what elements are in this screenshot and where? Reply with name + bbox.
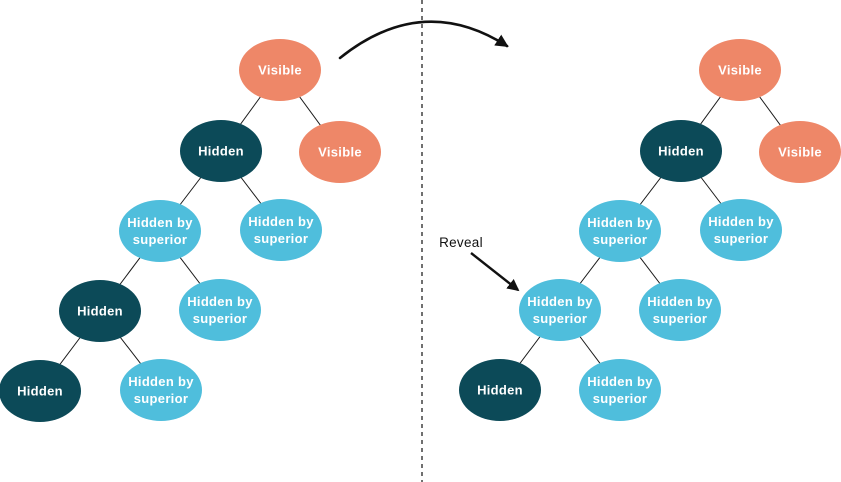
node-hidden: Hidden <box>0 360 81 422</box>
node-ellipse <box>519 279 601 341</box>
node-label: Hidden by <box>127 215 193 230</box>
node-label: Hidden by <box>527 294 593 309</box>
node-label: Visible <box>778 145 822 160</box>
node-hidden-by-superior: Hidden by superior <box>519 279 601 341</box>
node-hidden-by-superior: Hidden by superior <box>700 199 782 261</box>
node-label: Visible <box>318 145 362 160</box>
node-label: superior <box>714 231 768 246</box>
node-label: Hidden <box>77 304 123 319</box>
node-hidden-by-superior: Hidden by superior <box>639 279 721 341</box>
node-label: superior <box>134 391 188 406</box>
node-label: Visible <box>718 63 762 78</box>
node-hidden-by-superior: Hidden by superior <box>179 279 261 341</box>
node-label: Hidden by <box>587 374 653 389</box>
node-visible: Visible <box>699 39 781 101</box>
node-hidden-by-superior: Hidden by superior <box>579 359 661 421</box>
node-ellipse <box>179 279 261 341</box>
node-hidden-by-superior: Hidden by superior <box>579 200 661 262</box>
node-hidden: Hidden <box>59 280 141 342</box>
node-ellipse <box>700 199 782 261</box>
node-hidden-by-superior: Hidden by superior <box>119 200 201 262</box>
node-label: superior <box>133 232 187 247</box>
node-label: Visible <box>258 63 302 78</box>
node-ellipse <box>459 359 541 421</box>
node-visible: Visible <box>299 121 381 183</box>
node-label: superior <box>593 232 647 247</box>
transform-arrow <box>338 20 509 60</box>
node-ellipse <box>639 279 721 341</box>
node-label: Hidden by <box>187 294 253 309</box>
node-label: Hidden <box>477 383 523 398</box>
node-ellipse <box>299 121 381 183</box>
node-ellipse <box>640 120 722 182</box>
node-hidden-by-superior: Hidden by superior <box>120 359 202 421</box>
node-ellipse <box>119 200 201 262</box>
node-visible: Visible <box>759 121 841 183</box>
node-label: Hidden by <box>587 215 653 230</box>
reveal-label: Reveal <box>439 235 483 250</box>
node-label: superior <box>254 231 308 246</box>
node-ellipse <box>759 121 841 183</box>
node-hidden: Hidden <box>640 120 722 182</box>
node-ellipse <box>0 360 81 422</box>
reveal-arrow <box>470 252 520 292</box>
node-label: Hidden by <box>128 374 194 389</box>
node-ellipse <box>240 199 322 261</box>
node-label: superior <box>533 311 587 326</box>
node-label: superior <box>193 311 247 326</box>
node-ellipse <box>180 120 262 182</box>
node-ellipse <box>579 359 661 421</box>
node-ellipse <box>699 39 781 101</box>
node-label: superior <box>653 311 707 326</box>
annotation-layer: Reveal <box>338 20 520 292</box>
node-label: Hidden by <box>647 294 713 309</box>
node-ellipse <box>59 280 141 342</box>
node-label: Hidden <box>17 384 63 399</box>
node-hidden-by-superior: Hidden by superior <box>240 199 322 261</box>
node-visible: Visible <box>239 39 321 101</box>
node-label: superior <box>593 391 647 406</box>
node-label: Hidden by <box>248 214 314 229</box>
node-ellipse <box>120 359 202 421</box>
node-ellipse <box>239 39 321 101</box>
node-label: Hidden by <box>708 214 774 229</box>
node-hidden: Hidden <box>180 120 262 182</box>
node-hidden: Hidden <box>459 359 541 421</box>
node-ellipse <box>579 200 661 262</box>
node-label: Hidden <box>198 144 244 159</box>
node-label: Hidden <box>658 144 704 159</box>
